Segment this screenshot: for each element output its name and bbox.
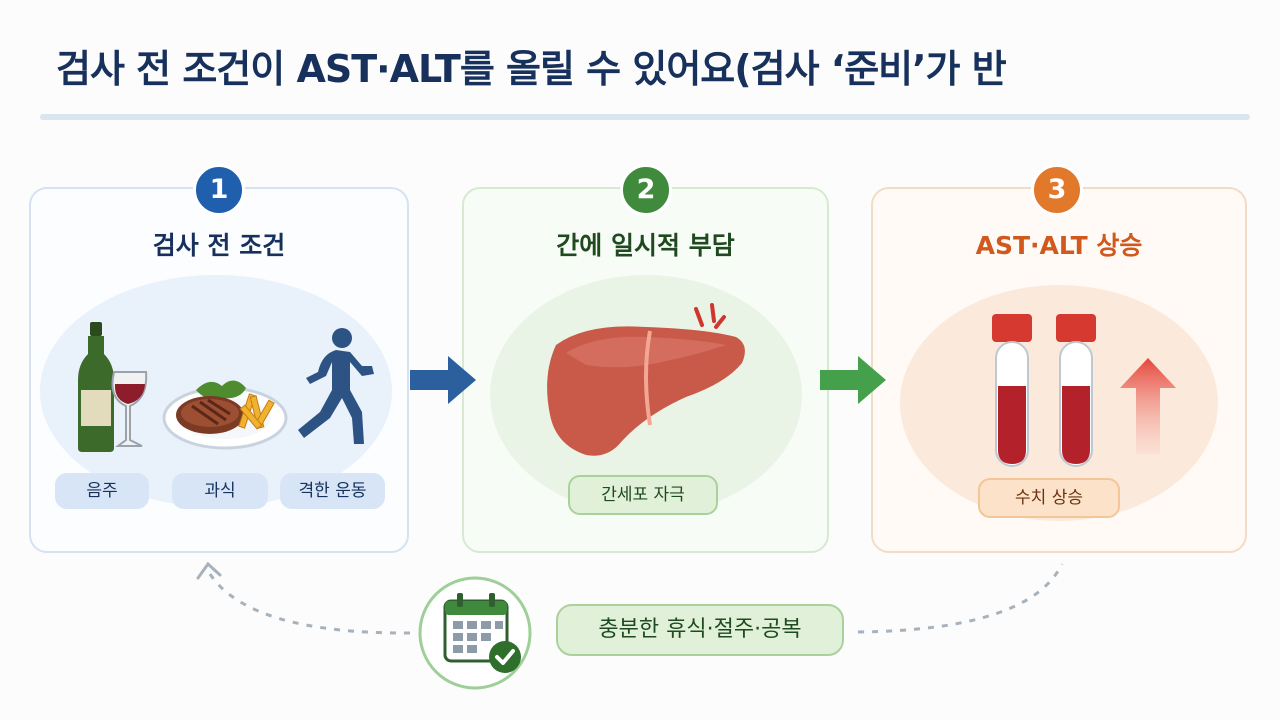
label-overeating: 과식 <box>172 473 268 509</box>
step-2-heading: 간에 일시적 부담 <box>556 231 735 260</box>
recommendation-label: 충분한 휴식·절주·공복 <box>556 604 844 656</box>
label-drinking: 음주 <box>55 473 149 509</box>
label-level-increase: 수치 상승 <box>978 478 1120 518</box>
arrow-up-icon <box>1120 358 1176 454</box>
step-1-heading: 검사 전 조건 <box>152 231 286 260</box>
calendar-check-icon <box>418 576 532 690</box>
runner-icon <box>298 328 374 444</box>
title-divider <box>40 114 1250 120</box>
arrow-right-icon <box>820 356 886 404</box>
step-1-badge: 1 <box>193 164 245 216</box>
step-3-badge: 3 <box>1031 164 1083 216</box>
step-2-badge: 2 <box>620 164 672 216</box>
label-hepatocyte-stimulation: 간세포 자극 <box>568 475 718 515</box>
arrow-right-icon <box>410 356 476 404</box>
liver-icon <box>547 303 745 456</box>
blood-test-tubes-icon <box>992 314 1096 467</box>
step-3-heading: AST·ALT 상승 <box>975 231 1143 260</box>
page-title: 검사 전 조건이 AST·ALT를 올릴 수 있어요(검사 ‘준비’가 반 <box>56 47 1007 91</box>
label-intense-exercise: 격한 운동 <box>280 473 385 509</box>
steak-plate-icon <box>162 380 288 450</box>
wine-bottle-glass-icon <box>78 322 148 452</box>
